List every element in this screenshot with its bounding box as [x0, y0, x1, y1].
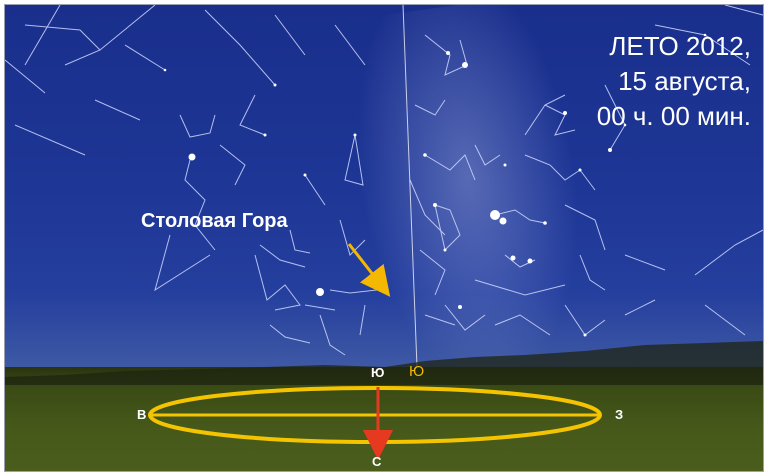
- direction-south: Ю: [371, 365, 385, 380]
- title-season: ЛЕТО 2012,: [609, 31, 751, 61]
- title-date: 15 августа,: [618, 66, 751, 96]
- constellation-lines: [5, 5, 763, 368]
- direction-north: С: [372, 454, 382, 469]
- title-time: 00 ч. 00 мин.: [596, 101, 751, 131]
- sky-chart: ЛЕТО 2012, 15 августа, 00 ч. 00 мин. Сто…: [4, 4, 764, 472]
- direction-west: В: [137, 407, 147, 422]
- table-mountain-label: Столовая Гора: [141, 210, 288, 232]
- label-pointer-arrow: [347, 243, 391, 297]
- horizon-diagram: [5, 243, 763, 460]
- direction-south-meridian: Ю: [409, 363, 425, 380]
- direction-east: З: [615, 407, 624, 422]
